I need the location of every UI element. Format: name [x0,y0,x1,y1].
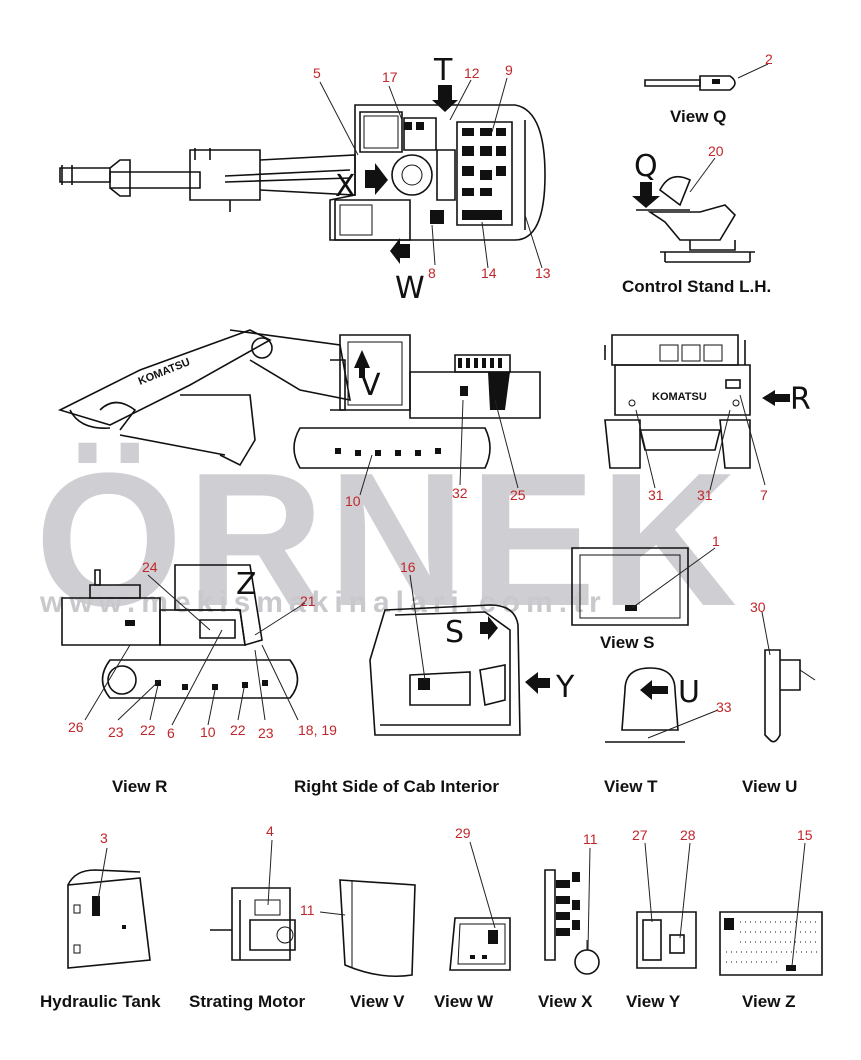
caption-view-y: View Y [626,992,681,1011]
part-number-21: 21 [300,593,316,609]
view-z-grille [719,911,823,976]
caption-view-x: View X [538,992,593,1011]
arrow-icon [354,350,370,378]
view-u-panel [764,649,816,743]
view-s-window [571,547,689,626]
part-number-9: 9 [505,62,513,78]
view-v-panel [339,879,416,978]
view-y-panel [636,911,697,969]
part-number-8: 8 [428,265,436,281]
arrow-icon [365,163,388,195]
view-letter-u: U [678,675,700,710]
caption-view-t: View T [604,777,658,796]
caption-control-stand: Control Stand L.H. [622,277,771,296]
part-number-17: 17 [382,69,398,85]
view-w-panel [449,917,511,971]
caption-view-u: View U [742,777,797,796]
part-number-31b: 31 [697,487,713,503]
arrow-icon [525,672,550,694]
part-number-26: 26 [68,719,84,735]
part-number-23b: 23 [258,725,274,741]
part-number-16: 16 [400,559,416,575]
view-t-seat [605,667,685,743]
arrow-icon [632,182,660,208]
view-r-excavator [61,564,299,699]
part-number-29: 29 [455,825,471,841]
arrow-icon [390,238,410,264]
view-x-valve [544,869,600,975]
view-letter-y: Y [555,670,575,705]
caption-hydraulic-tank: Hydraulic Tank [40,992,161,1011]
caption-starting-motor: Strating Motor [189,992,306,1011]
arrow-icon [762,390,790,406]
view-letter-z: Z [236,567,257,602]
part-number-22b: 22 [230,722,246,738]
view-letter-r: R [790,382,811,417]
arrow-icon [432,85,458,112]
part-number-11b: 11 [583,831,598,847]
view-q-lever [644,75,736,91]
part-number-7: 7 [760,487,768,503]
cab-interior [369,604,550,736]
view-letter-q: Q [634,149,658,184]
caption-view-v: View V [350,992,405,1011]
part-number-11a: 11 [300,902,315,918]
part-number-4: 4 [266,823,274,839]
hydraulic-tank [67,869,151,969]
view-letter-x: X [335,169,356,204]
rear-view-excavator: KOMATSU [604,334,790,469]
caption-view-s: View S [600,633,655,652]
caption-view-w: View W [434,992,494,1011]
starting-motor [210,887,296,961]
counterweight-brand-label: KOMATSU [652,391,707,403]
part-number-12: 12 [464,65,480,81]
view-letter-w: W [395,271,425,306]
part-number-13: 13 [535,265,551,281]
part-number-1: 1 [712,533,720,549]
part-number-20: 20 [708,143,724,159]
view-letter-s: S [445,615,464,650]
part-number-6: 6 [167,725,175,741]
part-number-31a: 31 [648,487,664,503]
part-number-27: 27 [632,827,648,843]
view-letter-v: V [360,368,381,403]
part-number-22a: 22 [140,722,156,738]
part-number-23a: 23 [108,724,124,740]
part-number-10a: 10 [345,493,361,509]
part-number-2: 2 [765,51,773,67]
caption-view-q: View Q [670,107,726,126]
arrow-icon [480,616,498,640]
part-number-3: 3 [100,830,108,846]
part-number-14: 14 [481,265,497,281]
caption-view-z: View Z [742,992,796,1011]
watermark-url: www.mekismakinalari.com.tr [39,586,607,619]
part-number-30: 30 [750,599,766,615]
view-letter-t: T [433,53,453,88]
arrow-icon [640,680,668,700]
part-number-5: 5 [313,65,321,81]
part-number-18-19: 18, 19 [298,722,337,738]
part-number-25: 25 [510,487,526,503]
part-number-32: 32 [452,485,468,501]
part-number-10b: 10 [200,724,216,740]
part-number-33: 33 [716,699,732,715]
control-stand-lh [632,175,755,263]
caption-view-r: View R [112,777,167,796]
top-view-excavator [59,85,546,264]
part-number-28: 28 [680,827,696,843]
part-number-24: 24 [142,559,158,575]
part-number-15: 15 [797,827,813,843]
caption-right-side-cab: Right Side of Cab Interior [294,777,499,796]
